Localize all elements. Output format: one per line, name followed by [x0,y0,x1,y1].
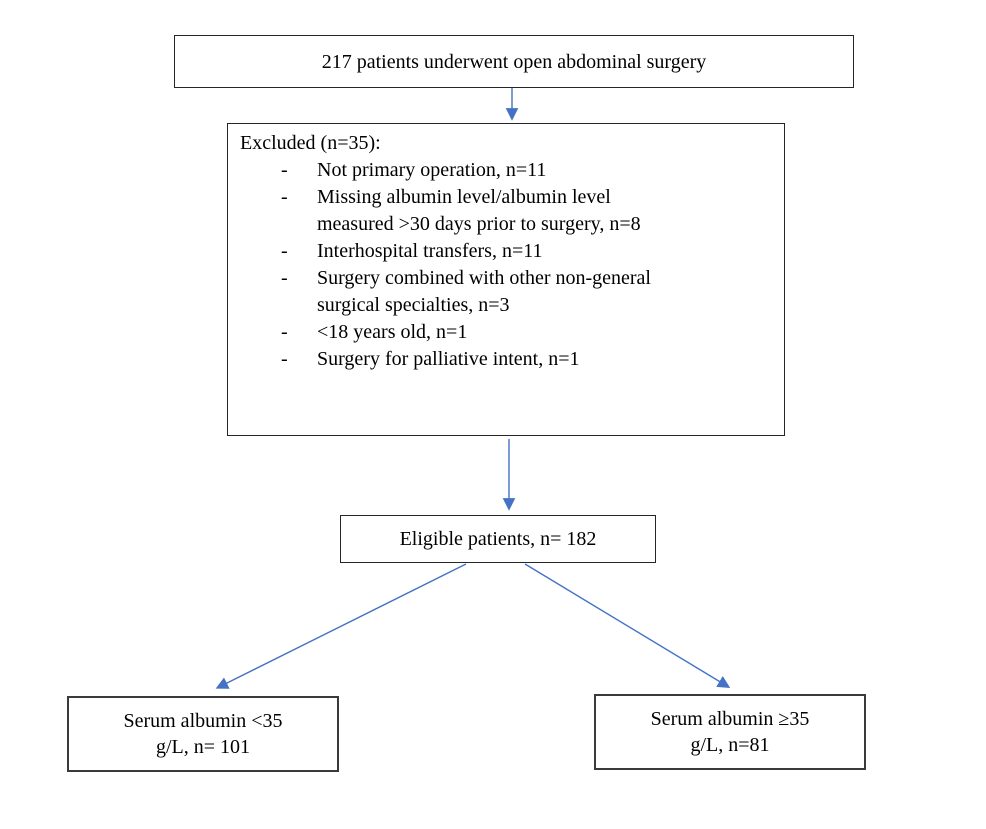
excluded-item-label: Interhospital transfers, n=11 [317,240,543,262]
albumin-low-box: Serum albumin <35 g/L, n= 101 [67,696,339,772]
albumin-low-line2: g/L, n= 101 [155,736,251,758]
excluded-item-label: <18 years old, n=1 [317,321,468,343]
albumin-low-line1: Serum albumin <35 [123,710,283,732]
excluded-item: - <18 years old, n=1 [240,319,772,346]
arrow-eligible-to-albumin-low [215,563,467,689]
top-box: 217 patients underwent open abdominal su… [174,35,854,88]
eligible-box: Eligible patients, n= 182 [340,515,656,563]
excluded-item: - Not primary operation, n=11 [240,157,772,184]
excluded-item: - Missing albumin level/albumin level me… [240,184,772,238]
eligible-box-label: Eligible patients, n= 182 [399,528,597,550]
bullet-dash: - [281,240,288,262]
albumin-high-line2: g/L, n=81 [690,734,770,756]
excluded-item-label: surgical specialties, n=3 [317,294,510,316]
bullet-dash: - [281,159,288,181]
top-box-label: 217 patients underwent open abdominal su… [321,50,707,73]
excluded-item: - Surgery for palliative intent, n=1 [240,346,772,373]
bullet-dash: - [281,186,288,208]
bullet-dash: - [281,267,288,289]
albumin-high-box: Serum albumin ≥35 g/L, n=81 [594,694,866,770]
bullet-dash: - [281,348,288,370]
albumin-high-line1: Serum albumin ≥35 [650,708,810,730]
excluded-box-title: Excluded (n=35): [240,132,381,154]
excluded-item: - Interhospital transfers, n=11 [240,238,772,265]
excluded-box: Excluded (n=35): - Not primary operation… [227,123,785,436]
excluded-item-label: Surgery for palliative intent, n=1 [317,348,580,370]
bullet-dash: - [281,321,288,343]
excluded-item-label: Surgery combined with other non-general [317,267,651,289]
excluded-item: - Surgery combined with other non-genera… [240,265,772,319]
excluded-item-label: Not primary operation, n=11 [317,159,547,181]
arrow-eligible-to-albumin-high [524,563,731,688]
excluded-item-label: Missing albumin level/albumin level [317,186,611,208]
excluded-item-label: measured >30 days prior to surgery, n=8 [317,213,641,235]
